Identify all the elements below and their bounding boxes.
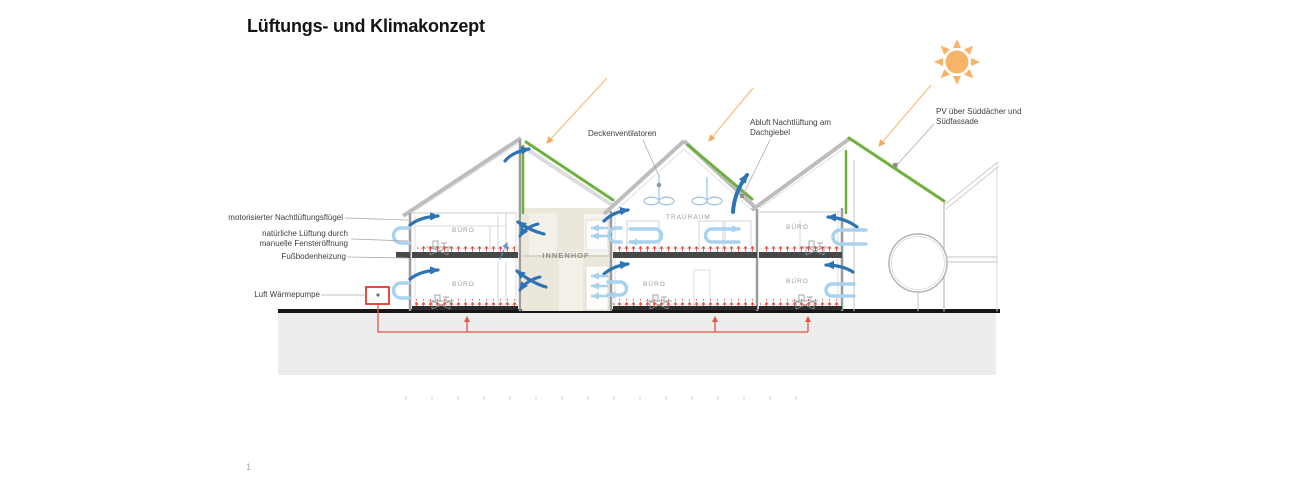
room-label-buero-3: BÜRO bbox=[643, 281, 666, 288]
room-label-trauraum: TRAURAUM bbox=[666, 214, 711, 221]
page-title: Lüftungs- und Klimakonzept bbox=[247, 16, 485, 36]
right-building bbox=[750, 137, 851, 311]
label-fussbodenheizung: Fußbodenheizung bbox=[281, 252, 347, 261]
round-window bbox=[888, 233, 948, 293]
dotted-air-arrow bbox=[499, 242, 508, 260]
heat-pump-box bbox=[365, 286, 390, 305]
label-pv: PV über Süddächer und Südfassade bbox=[936, 107, 1022, 126]
label-deckenventilatoren: Deckenventilatoren bbox=[588, 129, 657, 138]
room-label-buero-2: BÜRO bbox=[452, 281, 475, 288]
ground bbox=[278, 309, 1000, 375]
middle-building bbox=[602, 139, 759, 311]
abluft-ridge-arrow bbox=[731, 173, 749, 214]
label-waermepumpe: Luft Wärmepumpe bbox=[254, 290, 320, 299]
air-circulation-loops bbox=[391, 224, 868, 300]
sun-icon bbox=[934, 39, 980, 85]
ceiling-fan-icon bbox=[691, 177, 723, 206]
far-building bbox=[853, 159, 999, 312]
room-label-innenhof: INNENHOF bbox=[542, 251, 590, 260]
room-label-buero-4: BÜRO bbox=[786, 224, 809, 231]
heating-distribution-lines bbox=[377, 304, 811, 333]
label-natuerliche-lueftung: natürliche Lüftung durch manuelle Fenste… bbox=[259, 229, 348, 248]
label-nachtlueftungsfluegel: motorisierter Nachtlüftungsflügel bbox=[228, 213, 343, 222]
leader-lines bbox=[321, 123, 935, 296]
label-abluft: Abluft Nachtlüftung am Dachgiebel bbox=[750, 118, 831, 137]
airflow-arrows bbox=[408, 146, 859, 292]
room-label-buero-1: BÜRO bbox=[452, 227, 475, 234]
pv-lines bbox=[521, 136, 946, 215]
room-label-buero-5: BÜRO bbox=[786, 278, 809, 285]
floor-heating-ticks bbox=[415, 245, 841, 306]
page-number: 1 bbox=[246, 462, 252, 472]
ceiling-fan-icon bbox=[643, 175, 675, 206]
sun-ray-arrows bbox=[546, 77, 932, 147]
